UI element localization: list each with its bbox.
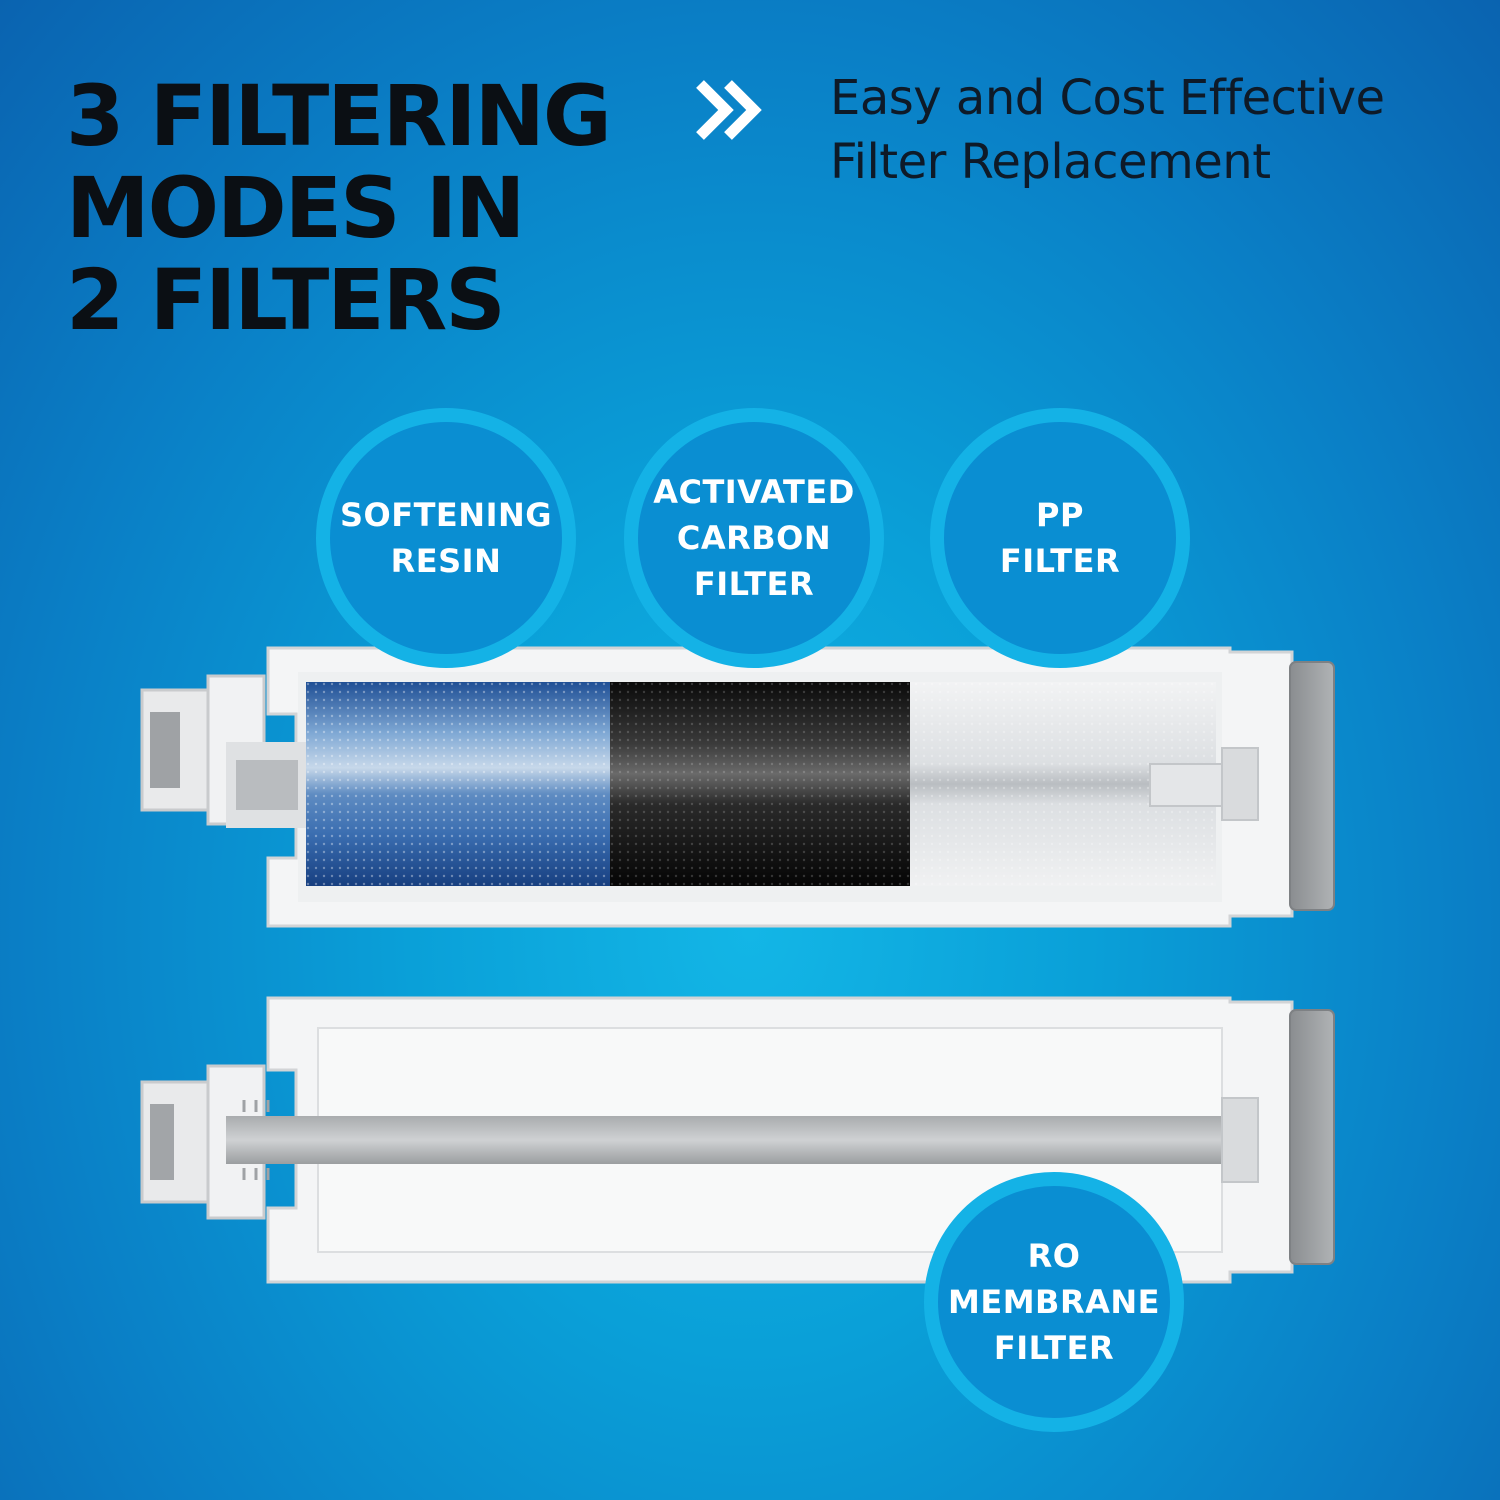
upper-filter-cartridge	[140, 646, 1335, 928]
tagline: Easy and Cost Effective Filter Replaceme…	[830, 70, 1385, 190]
double-chevron-right-icon	[696, 80, 762, 140]
badge-softening-resin: SOFTENING RESIN	[316, 408, 576, 668]
badge-pp-filter: PP FILTER	[930, 408, 1190, 668]
badge-activated-carbon-filter: ACTIVATED CARBON FILTER	[624, 408, 884, 668]
badge-ro-membrane-filter: RO MEMBRANE FILTER	[924, 1172, 1184, 1432]
headline: 3 FILTERING MODES IN 2 FILTERS	[66, 67, 612, 349]
ro-membrane-core	[226, 1116, 1226, 1164]
